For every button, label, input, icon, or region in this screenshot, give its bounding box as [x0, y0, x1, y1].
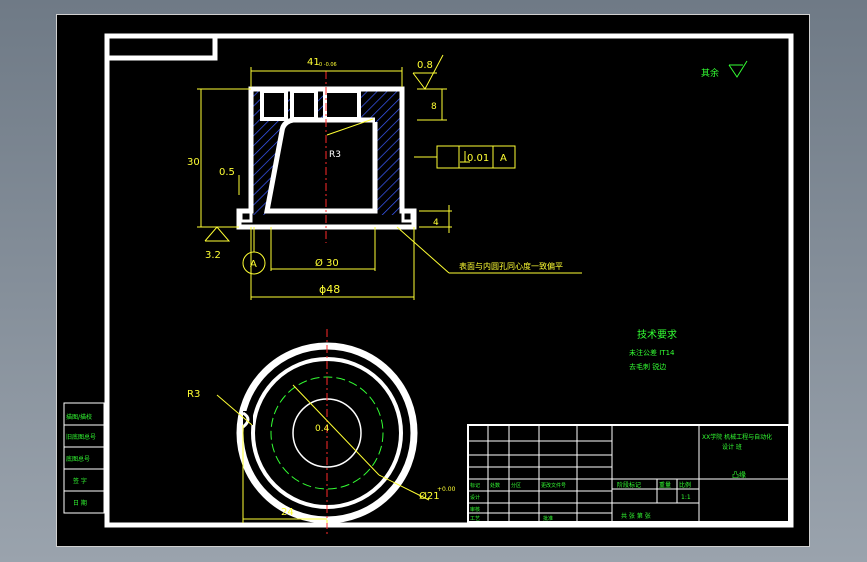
left-side-table	[63, 402, 105, 514]
tech-line2: 去毛刺 锐边	[629, 362, 666, 371]
school-line1: XX学院 机械工程与自动化	[702, 433, 772, 441]
dim-flange-dia: Ø21	[419, 490, 440, 502]
flatness-value: 0.01	[467, 153, 489, 164]
dim-radius-small: R3	[187, 389, 200, 400]
ratio-label: 比例	[679, 481, 691, 489]
part-name: 凸缘	[732, 470, 746, 479]
dim-radius-inner: R3	[329, 150, 341, 160]
section-view	[236, 71, 417, 243]
dim-height-small: 8	[431, 102, 437, 112]
left-row-5: 日 期	[73, 499, 87, 507]
surface-note: 表面与内圆孔同心度一致偏平	[459, 261, 563, 271]
section-dimensions	[197, 54, 582, 300]
tech-title: 技术要求	[637, 328, 677, 341]
role-process: 工艺	[470, 516, 480, 522]
drawing-canvas: 41 0 -0.06 0.8 8 30 0.5 R3 0.01 A 4 3.2 …	[63, 33, 794, 537]
roughness-bottom: 3.2	[205, 250, 221, 261]
roughness-other: 其余	[701, 60, 748, 79]
title-block-text: XX学院 机械工程与自动化 设计 班 凸缘 1:1 阶段标记 重量 比例 共 张…	[470, 433, 772, 522]
tech-line1: 未注公差 IT14	[629, 348, 675, 357]
sheet-border	[104, 33, 794, 528]
school-line2: 设计 班	[722, 443, 742, 451]
dim-width-bottom: 24	[281, 507, 294, 518]
sheet-label: 共 张 第 张	[621, 512, 651, 520]
left-row-4: 签 字	[73, 477, 87, 485]
dim-outer: ϕ48	[319, 283, 340, 296]
left-row-3: 底图总号	[66, 455, 90, 463]
dim-center-tol: 0.4	[315, 424, 330, 434]
title-block-grid	[467, 424, 790, 523]
tech-requirements: 技术要求 未注公差 IT14 去毛刺 锐边	[629, 328, 677, 371]
flatness-datum: A	[500, 153, 507, 164]
mark-1: 标记	[470, 482, 480, 489]
dim-top-width-tol: 0 -0.06	[319, 62, 337, 68]
mark-4: 更改文件号	[541, 482, 566, 489]
roughness-other-label: 其余	[701, 67, 719, 79]
cad-viewport[interactable]: 41 0 -0.06 0.8 8 30 0.5 R3 0.01 A 4 3.2 …	[56, 14, 810, 547]
left-row-2: 旧底图总号	[66, 433, 96, 441]
roughness-top: 0.8	[417, 60, 433, 71]
stage-label: 阶段标记	[617, 481, 641, 489]
left-side-labels: 描图/描校 旧底图总号 底图总号 签 字 日 期	[66, 413, 96, 507]
scale-value: 1:1	[681, 494, 691, 501]
dim-height-total: 30	[187, 157, 200, 168]
role-review: 审核	[470, 506, 480, 513]
role-design: 设计	[470, 494, 480, 501]
dim-bore: Ø 30	[315, 257, 339, 269]
mark-3: 分区	[511, 482, 521, 489]
top-view: R3 0.4 Ø21 +0.00 24	[187, 329, 456, 537]
approve-label: 批准	[543, 515, 553, 522]
dim-side-value: 0.5	[219, 167, 235, 178]
sheet-corner-box	[104, 33, 218, 61]
section-dim-text: 41 0 -0.06 0.8 8 30 0.5 R3 0.01 A 4 3.2 …	[187, 57, 563, 296]
dim-step: 4	[433, 218, 439, 228]
dim-flange-tol: +0.00	[437, 486, 456, 493]
mark-2: 处数	[490, 482, 500, 489]
datum-a-label: A	[250, 259, 257, 270]
left-row-1: 描图/描校	[66, 413, 92, 421]
weight-label: 重量	[659, 481, 671, 489]
dim-top-width: 41	[307, 57, 320, 68]
